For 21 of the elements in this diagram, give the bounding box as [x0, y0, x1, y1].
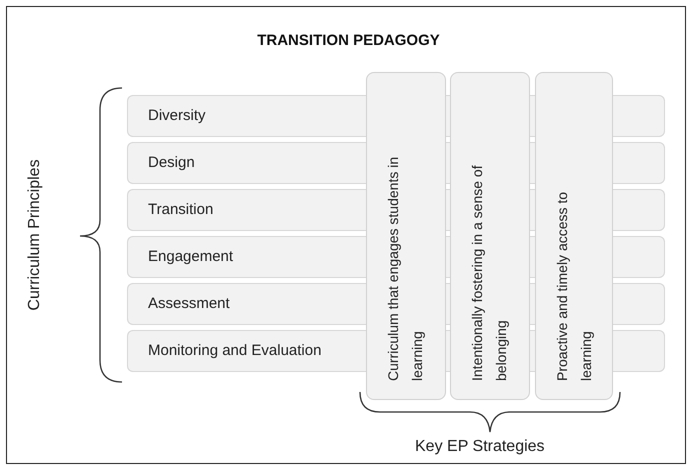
principle-band — [127, 142, 366, 184]
principle-band — [127, 330, 366, 372]
principle-band — [127, 95, 366, 137]
principle-band — [127, 236, 366, 278]
strategy-label: Proactive and timely access to learning — [553, 190, 595, 381]
principle-label: Diversity — [148, 107, 206, 124]
strategy-label: Intentionally fostering in a sense of belonging — [468, 164, 510, 381]
strategy-column — [450, 72, 530, 400]
principle-label: Assessment — [148, 295, 230, 312]
axis-label: Curriculum Principles — [26, 159, 44, 311]
principle-label: Engagement — [148, 248, 234, 265]
principle-label: Monitoring and Evaluation — [148, 342, 322, 359]
diagram-title: TRANSITION PEDAGOGY — [256, 32, 441, 49]
strategy-column — [366, 72, 446, 400]
principle-label: Design — [148, 154, 195, 171]
principle-band — [127, 283, 366, 325]
strategy-label: Curriculum that engages students in learning — [384, 156, 426, 381]
principle-band — [127, 189, 366, 231]
group-label: Key EP Strategies — [415, 438, 545, 456]
strategy-column — [535, 72, 613, 400]
principle-label: Transition — [148, 201, 214, 218]
